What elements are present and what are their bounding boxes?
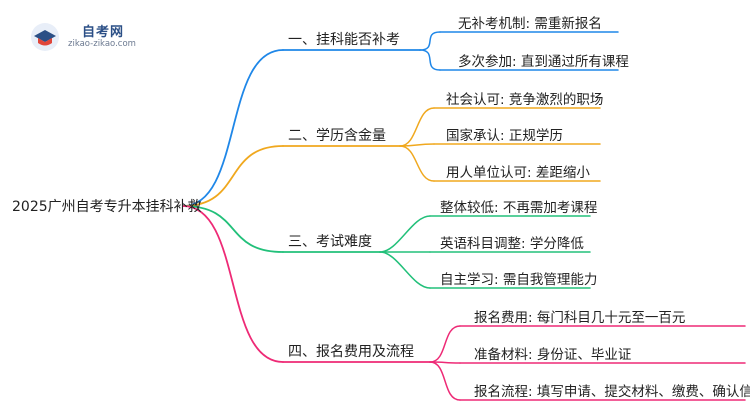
branch-2-label: 二、学历含金量: [288, 128, 386, 144]
leaf-4-3: 报名流程: 填写申请、提交材料、缴费、确认信息: [474, 384, 750, 400]
branch-1-label: 一、挂科能否补考: [288, 32, 400, 48]
leaf-1-1: 无补考机制: 需重新报名: [458, 16, 602, 32]
branch-4-to-leaf-3: [429, 361, 461, 401]
branch-4-to-leaf-1: [429, 325, 461, 363]
branch-3-to-leaf-1: [379, 215, 431, 253]
leaf-3-3: 自主学习: 需自我管理能力: [440, 272, 598, 288]
leaf-4-2: 准备材料: 身份证、毕业证: [474, 347, 632, 363]
logo-url: zikao-zikao.com: [68, 39, 136, 49]
branch-2-to-leaf-1: [399, 107, 435, 147]
leaf-2-1: 社会认可: 竞争激烈的职场: [446, 92, 604, 108]
root-to-branch-4: [182, 205, 284, 363]
root-to-branch-3: [182, 205, 284, 253]
root-to-branch-1: [182, 49, 284, 207]
root-topic: 2025广州自考专升本挂科补救: [12, 199, 202, 215]
leaf-3-2: 英语科目调整: 学分降低: [440, 236, 584, 252]
branch-1-to-leaf-1: [419, 31, 441, 51]
site-logo[interactable]: 自考网 zikao-zikao.com: [30, 20, 140, 54]
branch-3-to-leaf-3: [379, 251, 431, 289]
logo-title: 自考网: [82, 25, 125, 40]
graduation-cap-icon: [31, 23, 59, 51]
leaf-2-2: 国家承认: 正规学历: [446, 128, 563, 144]
leaf-3-1: 整体较低: 不再需加考课程: [440, 200, 598, 216]
leaf-1-2: 多次参加: 直到通过所有课程: [458, 54, 629, 70]
leaf-2-3: 用人单位认可: 差距缩小: [446, 165, 590, 181]
leaf-4-1: 报名费用: 每门科目几十元至一百元: [474, 310, 686, 326]
root-to-branch-2: [182, 145, 284, 207]
branch-1-to-leaf-2: [419, 49, 441, 71]
branch-2-to-leaf-3: [399, 145, 435, 182]
branch-4-label: 四、报名费用及流程: [288, 344, 414, 360]
branch-3-label: 三、考试难度: [288, 234, 372, 250]
